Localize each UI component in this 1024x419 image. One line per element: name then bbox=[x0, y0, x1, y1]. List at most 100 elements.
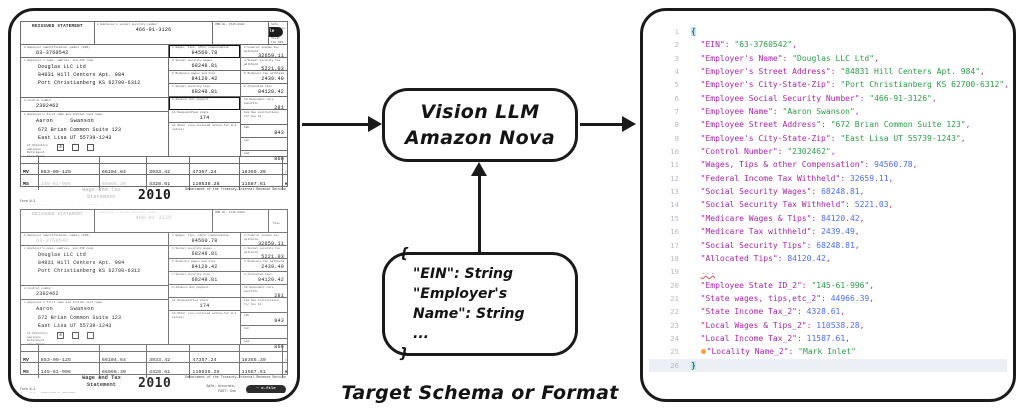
row1-state-wages: 66104.64 bbox=[101, 170, 127, 175]
code-line-content: "Federal Income Tax Withheld": 32659.11, bbox=[691, 172, 1007, 185]
irs-website-note: Visit the IRS Website at www.irs.gov/efi… bbox=[271, 37, 284, 44]
target-schema-box[interactable]: { "EIN": String "Employer's Name": Strin… bbox=[382, 246, 578, 362]
json-colon: : bbox=[845, 200, 850, 210]
footer-notes-2: Form W-2 Copy C For EMPLOYEE'S RECORDS. … bbox=[20, 387, 85, 393]
code-line[interactable]: 10 "Control Number": "2302462", bbox=[649, 145, 1007, 158]
code-line[interactable]: 11 "Wages, Tips & other Compensation": 9… bbox=[649, 158, 1007, 171]
code-line[interactable]: 24 "Local Income Tax_2": 11587.61, bbox=[649, 332, 1007, 345]
box-14-label: 14 Other (see enclosed notice for W-2 va… bbox=[172, 124, 237, 131]
code-line-content: "Allocated Tips": 84120.42, bbox=[691, 252, 1007, 265]
row1-local-wages-2: 47357.24 bbox=[192, 358, 217, 363]
code-line[interactable]: 22 "State Income Tax_2": 4328.61, bbox=[649, 305, 1007, 318]
json-colon: : bbox=[796, 307, 802, 317]
box-12d-label-2: 12d bbox=[244, 340, 250, 343]
box-11-value: 174 bbox=[199, 114, 210, 121]
source-document-panel[interactable]: REISSUED STATEMENT a Employee's social s… bbox=[8, 8, 300, 402]
box-2-federal-tax: 2 Federal income tax withheld 32659.11 bbox=[241, 45, 287, 58]
code-line[interactable]: 8 "Employee Street Address": "672 Brian … bbox=[649, 118, 1007, 131]
warning-dot-icon[interactable] bbox=[700, 349, 706, 355]
box-4-label-2: 4 Social security tax withheld bbox=[244, 247, 281, 254]
box-11-label: 11 Nonqualified plans bbox=[172, 111, 209, 114]
code-line[interactable]: 3 "Employer's Name": "Douglas LLC Ltd", bbox=[649, 52, 1007, 65]
code-line[interactable]: 23 "Local Wages & Tips_2": 110538.28, bbox=[649, 319, 1007, 332]
statutory-employee-checkbox-2[interactable]: 4 bbox=[57, 332, 64, 339]
json-colon: : bbox=[777, 147, 783, 157]
code-line[interactable]: 12 "Federal Income Tax Withheld": 32659.… bbox=[649, 172, 1007, 185]
code-line[interactable]: 1{ bbox=[649, 25, 1007, 38]
code-line[interactable]: 21 "State wages, tips,etc_2": 44966.39, bbox=[649, 292, 1007, 305]
omb-label-2: OMB No. 1545-0008 bbox=[215, 211, 245, 214]
employee-name-address-box: e Employee's first name and initial Last… bbox=[21, 112, 168, 157]
box-6-medicare-tax-2: 6 Medicare tax withheld 2439.49 bbox=[241, 259, 287, 272]
json-code-editor[interactable]: 1{2 "EIN": "63-3760542",3 "Employer's Na… bbox=[649, 25, 1009, 372]
box-12c-label-2: 12c bbox=[244, 327, 250, 330]
employer-city-state-zip: Port Christianberg KS 62700-6312 bbox=[38, 80, 141, 86]
arrow-llm-to-json-line bbox=[580, 123, 630, 126]
code-line[interactable]: 5 "Employer's City-State-Zip": "Port Chr… bbox=[649, 78, 1009, 91]
treasury-dept-note-2: Department of the Treasury—Internal Reve… bbox=[185, 375, 286, 379]
retirement-plan-checkbox[interactable] bbox=[72, 144, 79, 151]
code-line[interactable]: 15 "Medicare Wages & Tips": 84120.42, bbox=[649, 212, 1007, 225]
line-number: 17 bbox=[670, 240, 679, 250]
fast-label-2: FAST! Use bbox=[218, 388, 236, 393]
code-line[interactable]: 17 "Social Security Tips": 68248.81, bbox=[649, 239, 1007, 252]
code-line-content: "Local Wages & Tips_2": 110538.28, bbox=[691, 319, 1007, 332]
table-row: MV 853-09-125 66104.64 3933.42 47357.24 … bbox=[21, 160, 287, 178]
json-key: "Employer's Name" bbox=[700, 53, 783, 63]
box-12b-value: 843 bbox=[274, 129, 284, 136]
third-party-sick-pay-checkbox[interactable] bbox=[87, 144, 94, 151]
retirement-plan-checkbox-2[interactable] bbox=[72, 332, 79, 339]
json-key: "Wages, Tips & other Compensation" bbox=[700, 160, 865, 170]
row2-state-wages: 66966.39 bbox=[101, 181, 127, 187]
form-subtitle: Statement bbox=[86, 194, 116, 200]
json-value: 68248.81 bbox=[816, 240, 855, 250]
json-colon: : bbox=[830, 80, 836, 90]
vision-llm-box[interactable]: Vision LLM Amazon Nova bbox=[382, 88, 578, 162]
line-number: 20 bbox=[670, 280, 679, 290]
code-line[interactable]: 13 "Social Security Wages": 68248.81, bbox=[649, 185, 1007, 198]
statutory-employee-checkbox[interactable]: 4 bbox=[57, 144, 64, 151]
line-number: 15 bbox=[670, 213, 679, 223]
box-1-wages-2: 1 Wages, tips, other compensation 94560.… bbox=[169, 233, 240, 246]
wage-and-tax-title-2: Wage and Tax Statement bbox=[82, 375, 121, 389]
code-line[interactable]: 20 "Employee State ID_2": "145-61-996", bbox=[649, 279, 1007, 292]
code-line[interactable]: 4 "Employer's Street Address": "84831 Hi… bbox=[649, 65, 1007, 78]
box-4-ss-tax: 4 Social security tax withheld 5221.03 bbox=[241, 58, 287, 71]
box-6-label: 6 Medicare tax withheld bbox=[244, 72, 284, 75]
code-line[interactable]: 9 "Employee's City-State-Zip": "East Lis… bbox=[649, 132, 1007, 145]
json-value: 2439.49 bbox=[821, 227, 855, 237]
json-value: 84120.42 bbox=[821, 213, 860, 223]
json-colon: : bbox=[782, 53, 788, 63]
json-comma: , bbox=[965, 120, 971, 130]
box-12b-value-2: 843 bbox=[274, 317, 284, 324]
line-number: 14 bbox=[670, 200, 679, 210]
arrow-doc-to-llm-line bbox=[302, 123, 370, 126]
json-key: "Social Security Wages" bbox=[700, 187, 812, 197]
box-10-value: 281 bbox=[274, 105, 284, 110]
code-line[interactable]: 26} bbox=[649, 358, 1007, 372]
code-line-content: "Employee's City-State-Zip": "East Lisa … bbox=[691, 132, 1007, 145]
employer-address-label-2: c Employer's name, address, and ZIP code bbox=[24, 247, 94, 250]
code-line[interactable]: 16 "Medicare Tax withheld": 2439.49, bbox=[649, 225, 1007, 238]
irs-info-block: This information is being furnished to t… bbox=[273, 222, 280, 225]
box-8-value: 84120.42 bbox=[257, 88, 284, 95]
safe-accurate-cell: OMB No. 1545-0008 bbox=[213, 22, 269, 44]
json-comma: , bbox=[859, 187, 865, 197]
form-number-2: Form W-2 bbox=[20, 387, 36, 391]
box-5-value: 84120.42 bbox=[191, 75, 218, 82]
json-output-panel[interactable]: 1{2 "EIN": "63-3760542",3 "Employer's Na… bbox=[640, 8, 1016, 402]
code-line[interactable]: 19 ... bbox=[649, 265, 1007, 278]
json-comma: , bbox=[859, 213, 865, 223]
json-value: "East Lisa UT 55739-1243" bbox=[840, 133, 961, 143]
third-party-sick-pay-checkbox-2[interactable] bbox=[87, 332, 94, 339]
code-line-content: "Locality Name_2": "Mark Inlet" bbox=[691, 345, 1007, 358]
code-line[interactable]: 25 "Locality Name_2": "Mark Inlet" bbox=[649, 345, 1007, 358]
code-line[interactable]: 6 "Employee Social Security Number": "46… bbox=[649, 92, 1007, 105]
code-line[interactable]: 14 "Social Security Tax Withheld": 5221.… bbox=[649, 198, 1007, 211]
code-line[interactable]: 18 "Allocated Tips": 84120.42, bbox=[649, 252, 1007, 265]
code-line[interactable]: 7 "Employee Name": "Aaron Swanson", bbox=[649, 105, 1007, 118]
box-6-value-2: 2439.49 bbox=[261, 263, 284, 270]
json-comma: , bbox=[830, 147, 836, 157]
code-line[interactable]: 2 "EIN": "63-3760542", bbox=[649, 38, 1007, 51]
efile-logo-icon: ~ e-file bbox=[269, 27, 283, 37]
